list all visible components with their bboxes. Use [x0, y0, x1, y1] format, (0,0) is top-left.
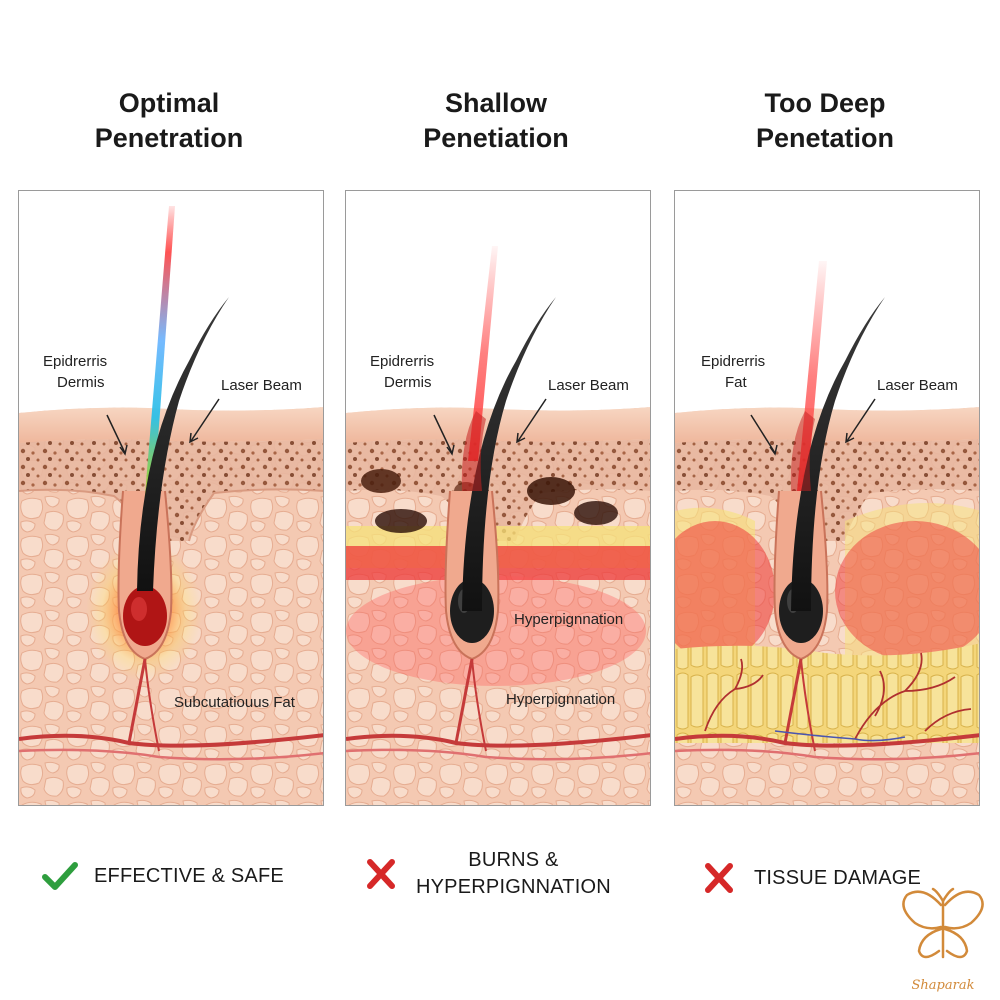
label-dermis: Dermis [57, 374, 105, 391]
panel-title-too-deep: Too Deep Penetation [660, 86, 990, 156]
panel-title-line2: Penetration [94, 123, 244, 153]
panel-too-deep-penetration: Epidrerris Fat Laser Beam [674, 190, 980, 806]
label-epidermis: Epidrerris [370, 353, 435, 370]
verdict-text-line2: HYPERPIGNNATION [416, 876, 611, 898]
label-hyperpigmentation-upper: Hyperpignnation [514, 611, 624, 628]
panel-title-optimal: Optimal Penetration [4, 86, 334, 156]
panel-title-line2: Penetation [755, 123, 895, 153]
label-layers: Epidrerris Dermis [43, 351, 107, 393]
label-epidermis: Epidrerris [43, 353, 108, 370]
verdict-tissue-damage: TISSUE DAMAGE [700, 862, 921, 894]
cross-icon [367, 859, 395, 889]
panel-title-line1: Shallow [444, 88, 547, 118]
panel-title-line1: Optimal [118, 88, 220, 118]
skin-diagram-shallow [346, 191, 650, 805]
label-subcutaneous-fat: Subcutatiouus Fat [174, 694, 295, 711]
check-icon [42, 862, 78, 890]
label-epidermis: Epidrerris [701, 353, 766, 370]
panel-shallow-penetration: Epidrerris Dermis Laser Beam Hyperpignna… [345, 190, 651, 806]
label-laser-beam: Laser Beam [221, 377, 302, 394]
label-layers: Epidrerris Dermis [370, 351, 434, 393]
panel-title-line2: Penetiation [423, 123, 569, 153]
label-fat: Fat [725, 374, 747, 391]
butterfly-logo-icon [902, 887, 984, 959]
verdict-text-line1: BURNS & [468, 849, 559, 871]
verdict-burns-hyperpigmentation: BURNS & HYPERPIGNNATION [362, 847, 611, 901]
label-laser-beam: Laser Beam [877, 377, 958, 394]
cross-icon [705, 863, 733, 893]
verdict-effective-safe: EFFECTIVE & SAFE [40, 860, 284, 892]
logo-wordmark: Shaparak [911, 978, 975, 993]
label-dermis: Dermis [384, 374, 432, 391]
label-layers: Epidrerris Fat [701, 351, 765, 393]
panel-title-shallow: Shallow Penetiation [331, 86, 661, 156]
panel-optimal-penetration: Epidrerris Dermis Laser Beam Subcutatiou… [18, 190, 324, 806]
verdict-text: EFFECTIVE & SAFE [94, 864, 284, 887]
panel-title-line1: Too Deep [764, 88, 886, 118]
label-hyperpigmentation-lower: Hyperpignnation [506, 691, 616, 708]
verdict-text: TISSUE DAMAGE [754, 866, 922, 889]
skin-diagram-optimal [19, 191, 323, 805]
shaparak-logo: Shaparak [893, 885, 993, 995]
skin-diagram-too-deep [675, 191, 979, 805]
label-laser-beam: Laser Beam [548, 377, 629, 394]
